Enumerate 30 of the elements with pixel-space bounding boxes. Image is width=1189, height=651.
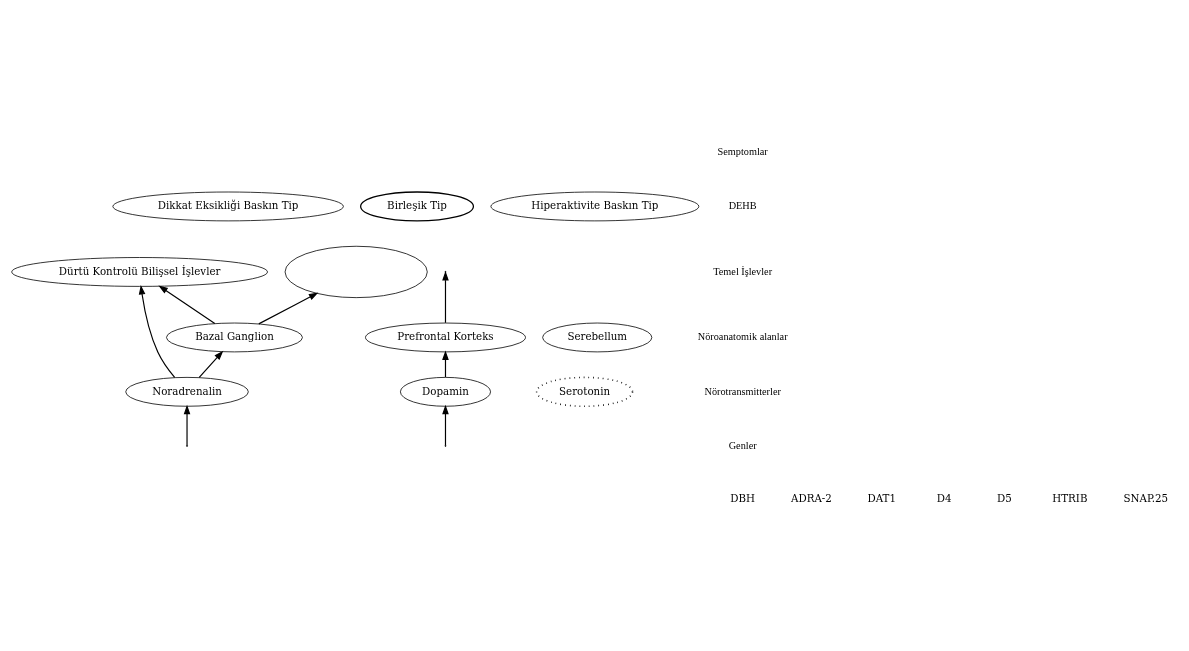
arrow (442, 404, 449, 446)
label: Temel İşlevler (713, 265, 773, 277)
node-ellipse: Hiperaktivite Baskın Tip (490, 191, 700, 221)
arrow (258, 292, 319, 324)
label: Nöroanatomik alanlar (697, 330, 788, 342)
node-ellipse: Birleşik Tip (360, 190, 475, 221)
arrow (158, 284, 216, 324)
label: Nörotransmitterler (704, 385, 781, 397)
label: D4 (936, 491, 952, 504)
arrow (138, 284, 176, 378)
node-ellipse: Bazal Ganglion (166, 322, 303, 352)
node-ellipse: Dopamin (400, 376, 491, 407)
label: Genler (728, 439, 757, 451)
arrow (183, 404, 191, 446)
label: SNAP.25 (1123, 491, 1169, 504)
node-ellipse: Noradrenalin (125, 376, 249, 407)
arrow (442, 270, 449, 323)
label: ADRA-2 (791, 491, 832, 504)
arrow (198, 350, 224, 378)
label: HTRIB (1052, 491, 1088, 504)
node-ellipse: Serebellum (542, 322, 653, 352)
label: DAT1 (867, 491, 897, 504)
node-ellipse: Serotonin (535, 376, 634, 407)
node-ellipse: Dürtü Kontrolü Bilişsel İşlevler (11, 256, 268, 287)
node-ellipse: Dikkat Eksikliği Baskın Tip (112, 191, 344, 221)
label: Semptomlar (717, 145, 768, 157)
node-ellipse: Prefrontal Korteks (365, 322, 526, 352)
label: DEHB (728, 199, 757, 211)
label: D5 (996, 491, 1012, 504)
label: DBH (730, 491, 756, 504)
